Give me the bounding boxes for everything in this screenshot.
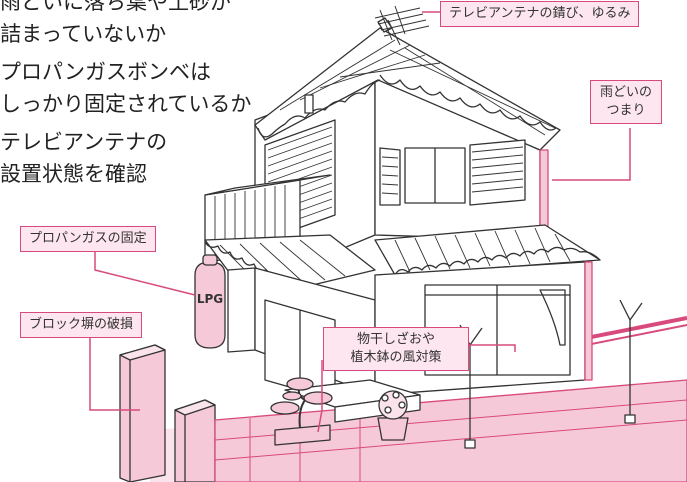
note-line: しっかり固定されているか	[0, 92, 252, 116]
label-laundry-line1: 物干しざおや	[356, 332, 435, 347]
label-laundry-plants: 物干しざおや 植木鉢の風対策	[323, 327, 469, 371]
note-line: 設置状態を確認	[0, 162, 147, 186]
note-line: プロパンガスボンベは	[0, 60, 212, 84]
label-laundry-line2: 植木鉢の風対策	[350, 350, 442, 365]
label-gutter-line2: つまり	[606, 103, 646, 118]
bonsai-plant	[270, 377, 333, 446]
label-gutter-line1: 雨どいの	[599, 85, 652, 100]
note-line: 詰まっていないか	[0, 22, 167, 46]
label-gutter: 雨どいの つまり	[590, 80, 662, 124]
propane-tank	[194, 254, 226, 349]
label-antenna: テレビアンテナの錆び、ゆるみ	[440, 1, 640, 27]
label-propane: プロパンガスの固定	[20, 226, 156, 252]
label-propane-text: プロパンガスの固定	[29, 231, 147, 246]
leader-lines	[89, 11, 631, 433]
lpg-tank-label: LPG	[197, 292, 223, 306]
flower-pot	[377, 390, 409, 441]
label-block-wall-text: ブロック塀の破損	[29, 317, 134, 332]
note-line: テレビアンテナの	[0, 130, 168, 154]
label-antenna-text: テレビアンテナの錆び、ゆるみ	[449, 6, 631, 21]
checklist-notes: 雨どいに落ち葉や土砂が 詰まっていないか プロパンガスボンベは しっかり固定され…	[0, 0, 260, 190]
note-line: 雨どいに落ち葉や土砂が	[0, 0, 231, 14]
label-block-wall: ブロック塀の破損	[20, 312, 143, 338]
